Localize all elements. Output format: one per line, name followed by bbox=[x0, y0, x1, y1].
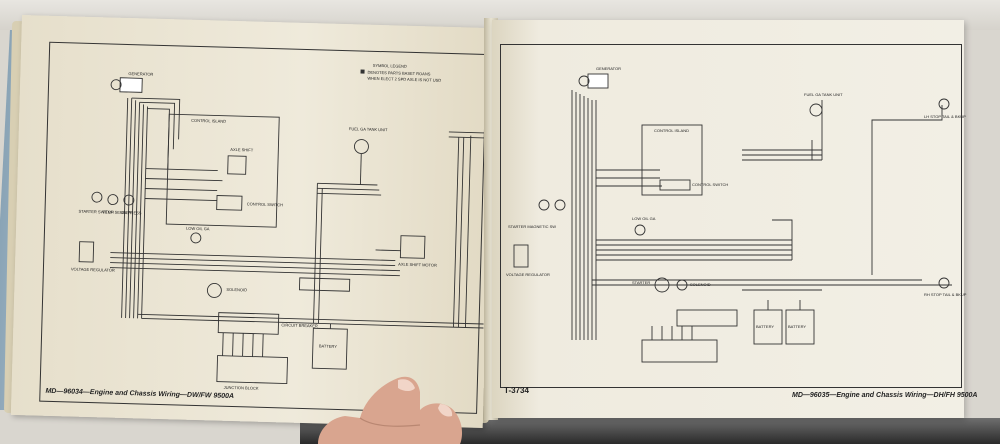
fuel-tank-label-right: FUEL GA TANK UNIT bbox=[804, 92, 843, 97]
generator-label-right: GENERATOR bbox=[596, 66, 621, 71]
page-code: T-3734 bbox=[504, 386, 529, 395]
right-page: GENERATOR CONTROL ISLAND CONTROL SWITCH … bbox=[492, 20, 977, 418]
right-wiring-diagram bbox=[513, 73, 952, 363]
left-page: SYMBOL LEGEND DENOTES PARTS BASET ROANS … bbox=[10, 15, 494, 429]
right-page-footer: MD—96035—Engine and Chassis Wiring—DH/FH… bbox=[792, 392, 978, 399]
left-wiring-diagram bbox=[78, 69, 489, 385]
low-oil-label-right: LOW OIL GA bbox=[632, 216, 656, 221]
solenoid-label-right: SOLENOID bbox=[690, 282, 711, 287]
starter-switch-label-right: STARTER MAGNETIC SW bbox=[508, 224, 557, 229]
voltage-regulator-label-right: VOLTAGE REGULATOR bbox=[506, 272, 550, 277]
right-page-border bbox=[500, 44, 962, 388]
lh-lamp-label: LH STOP TAIL & BKUP bbox=[924, 114, 966, 119]
control-island-label-right: CONTROL ISLAND bbox=[654, 128, 689, 133]
rh-lamp-label: RH STOP TAIL & BKUP bbox=[924, 292, 967, 297]
control-switch-label-right: CONTROL SWITCH bbox=[692, 182, 729, 187]
battery-b-label: BATTERY bbox=[788, 324, 807, 329]
starter-label-right: STARTER bbox=[632, 280, 651, 285]
battery-a-label: BATTERY bbox=[756, 324, 775, 329]
